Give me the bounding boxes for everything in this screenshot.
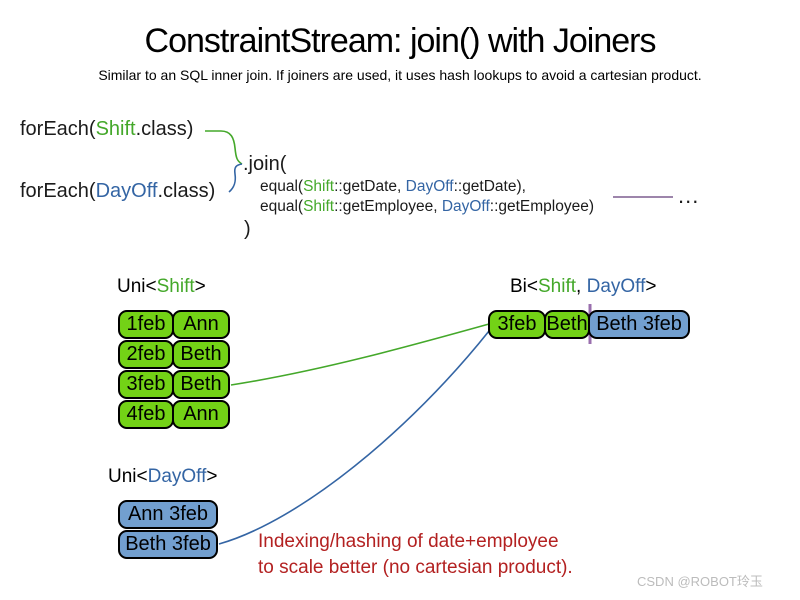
code-foreach-shift: forEach(Shift.class) [20,118,193,141]
code-join-open: .join( [243,153,287,175]
label-text: Uni< [108,466,148,487]
bi-result-row: 3feb Beth Beth 3feb [488,310,690,339]
code-foreach-dayoff: forEach(DayOff.class) [20,180,215,203]
brace-bottom-blue-line [228,163,243,193]
page-subtitle: Similar to an SQL inner join. If joiners… [98,67,702,83]
indexing-note: Indexing/hashing of date+employee to sca… [258,529,573,581]
dayoff-cell: Beth 3feb [118,530,218,559]
uni-dayoff-row-2: Beth 3feb [118,530,218,559]
code-text: ::getEmployee, [334,198,442,215]
label-text: > [645,276,657,297]
dayoff-to-bi-blue-curve [218,330,490,545]
shift-type-token: Shift [538,276,577,297]
dayoff-type-token: DayOff [441,198,490,215]
uni-shift-label: Uni<Shift> [117,276,206,298]
uni-shift-row-4: 4feb Ann [118,400,230,429]
dayoff-type-token: DayOff [95,180,158,202]
indexing-note-line2: to scale better (no cartesian product). [258,557,573,578]
label-text: Uni< [117,276,157,297]
dayoff-type-token: DayOff [405,178,454,195]
code-join-close: ) [244,218,251,240]
uni-shift-row-2: 2feb Beth [118,340,230,369]
shift-type-token: Shift [303,198,335,215]
brace-top-green-line [205,130,243,165]
label-text: , [576,276,587,297]
code-text: forEach( [20,118,96,140]
label-text: Bi< [510,276,538,297]
code-text: equal( [260,178,304,195]
bi-dayoff-cell: Beth 3feb [588,310,690,339]
more-joiners-ellipsis: ... [678,183,700,208]
uni-shift-row-3: 3feb Beth [118,370,230,399]
shift-date-cell: 1feb [118,310,174,339]
uni-dayoff-row-1: Ann 3feb [118,500,218,529]
code-text: forEach( [20,180,96,202]
code-text: ::getDate, [334,178,406,195]
indexing-note-line1: Indexing/hashing of date+employee [258,531,559,552]
code-text: .class) [157,180,216,202]
code-text: equal( [260,198,304,215]
shift-type-token: Shift [156,276,195,297]
shift-to-bi-green-curve [230,323,490,386]
shift-employee-cell: Beth [172,340,230,369]
code-text: ::getEmployee) [489,198,595,215]
code-text: .class) [135,118,194,140]
shift-date-cell: 3feb [118,370,174,399]
label-text: > [206,466,218,487]
shift-employee-cell: Ann [172,400,230,429]
shift-date-cell: 2feb [118,340,174,369]
code-joiner-employee: equal(Shift::getEmployee, DayOff::getEmp… [260,198,594,216]
dayoff-cell: Ann 3feb [118,500,218,529]
shift-date-cell: 4feb [118,400,174,429]
dayoff-type-token: DayOff [147,466,207,487]
page-title: ConstraintStream: join() with Joiners [144,22,657,60]
uni-shift-row-1: 1feb Ann [118,310,230,339]
shift-type-token: Shift [95,118,136,140]
shift-type-token: Shift [303,178,335,195]
dayoff-type-token: DayOff [586,276,646,297]
bi-result-label: Bi<Shift, DayOff> [510,276,656,298]
code-text: ::getDate), [453,178,526,195]
csdn-watermark: CSDN @ROBOT玲玉 [637,574,763,589]
code-joiner-date: equal(Shift::getDate, DayOff::getDate), [260,178,526,196]
shift-employee-cell: Beth [172,370,230,399]
shift-employee-cell: Ann [172,310,230,339]
uni-dayoff-label: Uni<DayOff> [108,466,218,488]
bi-shift-employee-cell: Beth [544,310,590,339]
bi-shift-date-cell: 3feb [488,310,546,339]
label-text: > [194,276,206,297]
